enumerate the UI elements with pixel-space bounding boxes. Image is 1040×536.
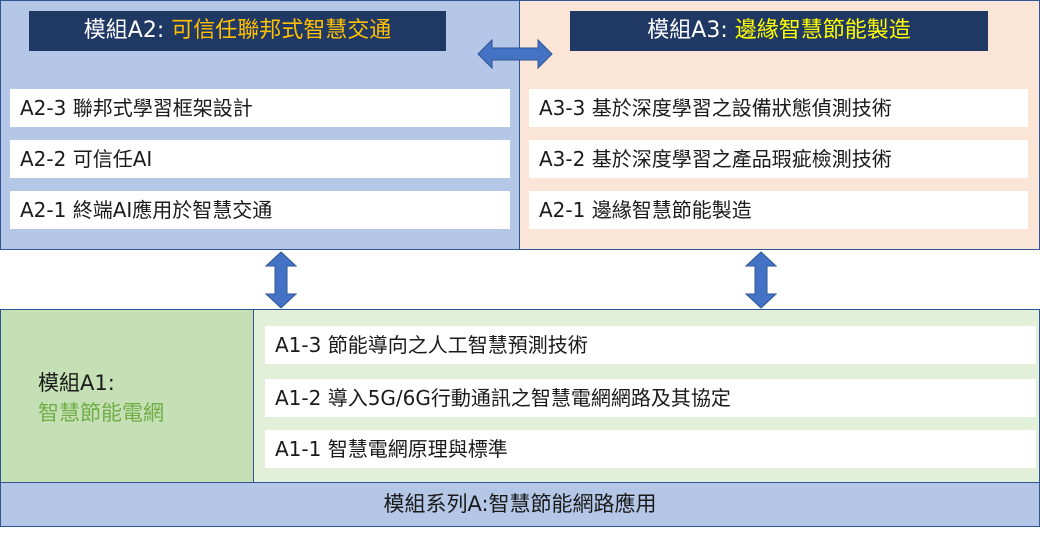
module-a1-item-3: A1-3 節能導向之人工智慧預測技術 (265, 326, 1036, 364)
a2-a1-double-arrow-icon (264, 251, 298, 309)
module-series-footer-bar (0, 482, 1040, 527)
module-a3-item-2: A3-2 基於深度學習之產品瑕疵檢測技術 (529, 140, 1028, 178)
module-a3-title-prefix: 模組A3: (647, 18, 735, 43)
module-a1-title: 模組A1: (38, 371, 115, 395)
module-a3-title-accent: 邊緣智慧節能製造 (734, 18, 911, 43)
module-a1-item-2: A1-2 導入5G/6G行動通訊之智慧電網網路及其協定 (265, 379, 1036, 417)
a2-a3-double-arrow-icon (477, 38, 553, 70)
module-a3-header: 模組A3: 邊緣智慧節能製造 (570, 11, 988, 51)
module-a2-item-1: A2-1 終端AI應用於智慧交通 (10, 191, 510, 229)
module-a1-subtitle: 智慧節能電網 (38, 401, 164, 425)
module-a1-item-1: A1-1 智慧電網原理與標準 (265, 430, 1036, 468)
module-a2-header: 模組A2: 可信任聯邦式智慧交通 (29, 11, 446, 51)
module-a3-item-3: A3-3 基於深度學習之設備狀態偵測技術 (529, 89, 1028, 127)
a3-a1-double-arrow-icon (744, 251, 778, 309)
module-a2-title-accent: 可信任聯邦式智慧交通 (171, 18, 392, 43)
module-a3-item-1: A2-1 邊緣智慧節能製造 (529, 191, 1028, 229)
module-a2-item-2: A2-2 可信任AI (10, 140, 510, 178)
module-a2-item-3: A2-3 聯邦式學習框架設計 (10, 89, 510, 127)
module-a2-title-prefix: 模組A2: (83, 18, 172, 43)
module-series-label: 模組系列A:智慧節能網路應用 (383, 492, 657, 516)
